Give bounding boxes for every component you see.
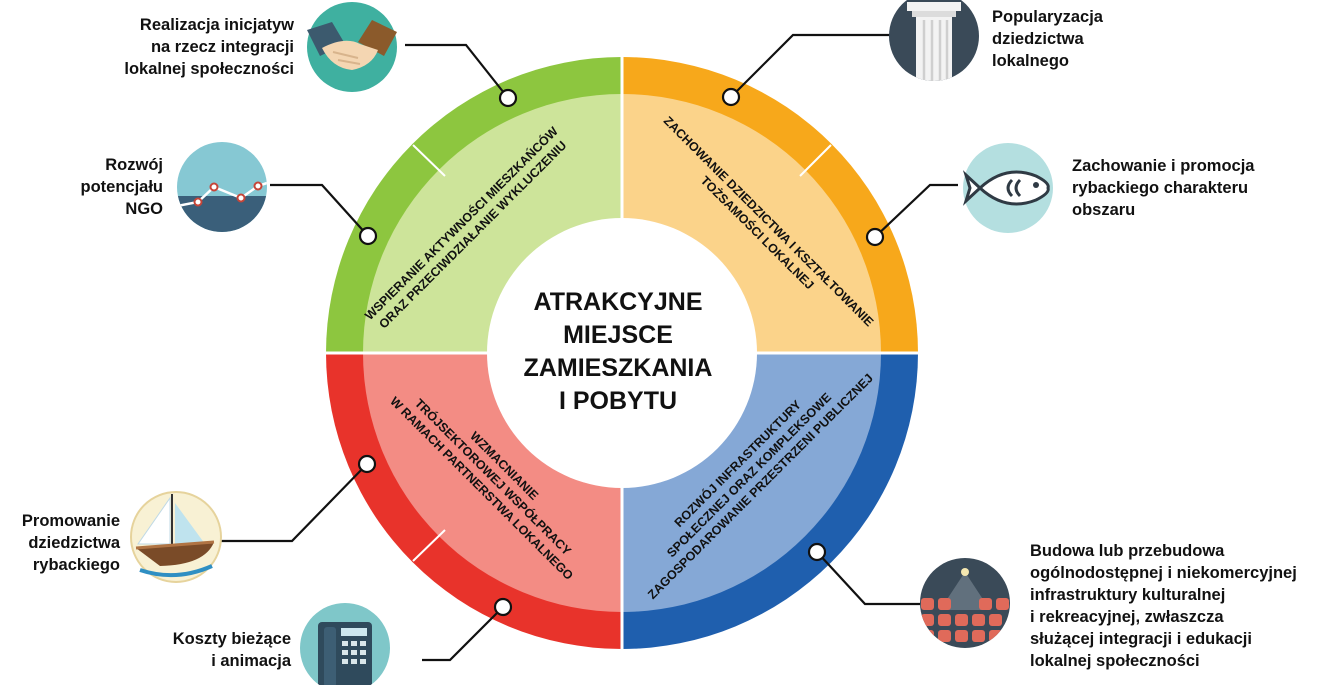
label-line: Popularyzacja [992,8,1103,26]
label-line: potencjału [80,178,163,196]
label-phone: Koszty bieżące i animacja [173,628,291,672]
label-line: infrastruktury kulturalnej [1030,586,1226,604]
label-line: lokalnego [992,52,1070,70]
label-theater: Budowa lub przebudowa ogólnodostępnej i … [1030,540,1297,672]
center-circle [487,218,757,488]
label-line: lokalnej społeczności [1030,652,1200,670]
label-line: rybackiego [32,556,120,574]
theater-seats-icon [920,558,1010,648]
center-title: ATRAKCYJNE MIEJSCE ZAMIESZKANIA I POBYTU [524,288,713,415]
label-boat: Promowanie dziedzictwa rybackiego [22,510,120,576]
center-line-4: I POBYTU [559,387,677,415]
label-line: i rekreacyjnej, zwłaszcza [1030,608,1224,626]
connector-dots [357,87,885,617]
label-fish: Zachowanie i promocja rybackiego charakt… [1072,155,1254,221]
label-line: dziedzictwa [992,30,1084,48]
label-line: na rzecz integracji [150,38,294,56]
chart-line-icon [177,142,267,232]
center-line-3: ZAMIESZKANIA [524,354,713,382]
label-line: Rozwój [105,156,163,174]
label-line: Koszty bieżące [172,630,291,648]
center-line-2: MIEJSCE [563,321,673,349]
sailboat-icon [130,491,222,583]
fish-icon [962,143,1053,233]
label-line: rybackiego charakteru [1072,179,1249,197]
label-line: ogólnodostępnej i niekomercyjnej [1030,564,1297,582]
center-line-1: ATRAKCYJNE [534,288,703,316]
label-line: Zachowanie i promocja [1072,157,1255,175]
connectors [220,33,958,662]
label-line: i animacja [211,652,291,670]
label-line: NGO [125,200,163,218]
label-line: Realizacja inicjatyw [139,16,294,34]
column-icon [889,0,979,81]
label-line: lokalnej społeczności [124,60,294,78]
label-line: służącej integracji i edukacji [1030,630,1252,648]
label-line: Budowa lub przebudowa [1030,542,1225,560]
telephone-icon [300,603,390,685]
label-handshake: Realizacja inicjatyw na rzecz integracji… [124,14,294,80]
label-line: dziedzictwa [28,534,120,552]
label-ngo: Rozwój potencjału NGO [80,154,163,220]
label-line: Promowanie [21,512,120,530]
handshake-icon [307,2,397,92]
label-line: obszaru [1072,201,1136,219]
label-column: Popularyzacja dziedzictwa lokalnego [992,6,1103,72]
